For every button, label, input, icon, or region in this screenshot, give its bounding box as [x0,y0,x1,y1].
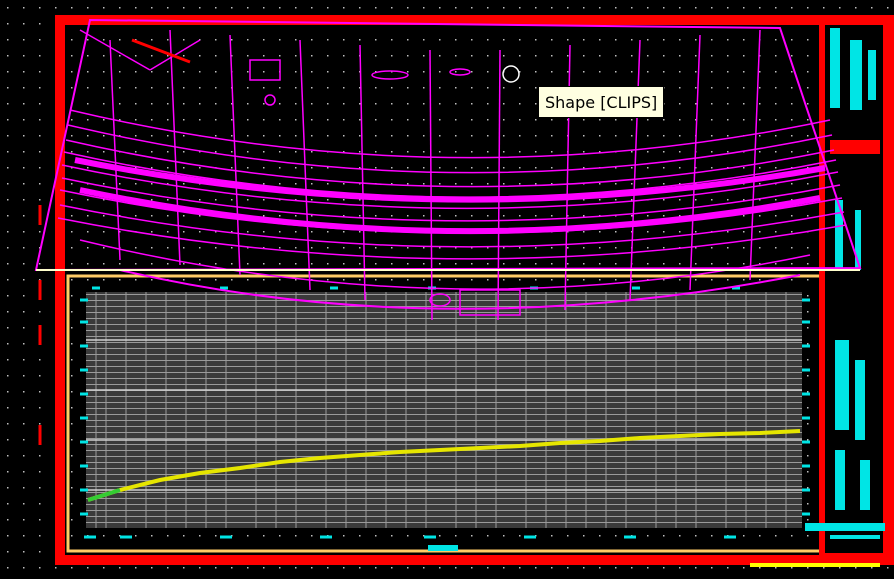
profile-line-start [87,488,121,502]
pickbox-circle-icon [502,65,520,83]
profile-grid [86,292,802,528]
profile-line[interactable] [87,429,801,502]
clip-shape[interactable] [34,18,862,272]
red-annotation [131,38,191,64]
sheet-border [55,15,894,565]
sheet-label-mark [428,545,458,551]
plan-view-linework [57,29,847,321]
title-block [750,19,889,567]
clip-shape-lower-arc [119,269,801,310]
plan-view-thick-lines [74,157,826,235]
object-tooltip: Shape [CLIPS] [538,86,665,118]
